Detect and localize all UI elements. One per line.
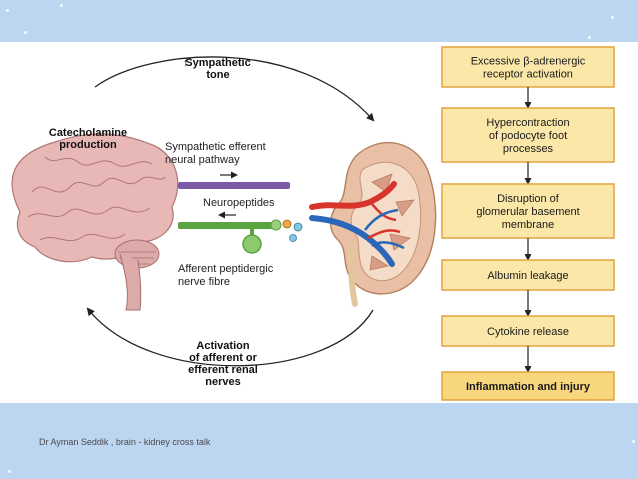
flow-step-box <box>441 259 615 291</box>
flow-step-box <box>441 315 615 347</box>
cycle-arrow-bottom <box>86 307 374 367</box>
flow-step-box <box>441 107 615 163</box>
kidney-illustration <box>309 141 437 307</box>
flow-step-label: Albumin leakage <box>487 270 568 282</box>
neuropeptide-vesicle <box>293 222 303 232</box>
cycle-arrow-top <box>94 56 375 122</box>
flow-step-box <box>441 183 615 239</box>
flow-step-box <box>441 371 615 401</box>
footer-caption: Dr Ayman Seddik , brain - kidney cross t… <box>39 437 211 447</box>
flow-step-label: Inflammation and injury <box>466 381 591 393</box>
afferent-fibre-bar <box>178 222 276 229</box>
efferent-pathway-bar <box>178 182 290 189</box>
sympathetic-tone-arrow-glyph: ↑ <box>183 57 189 69</box>
neuropeptide-vesicle <box>289 234 297 242</box>
neuropeptides-label: Neuropeptides <box>203 197 275 209</box>
brain-illustration <box>11 133 179 311</box>
neuropeptide-vesicle <box>282 219 292 229</box>
flow-step-label: Cytokine release <box>487 326 569 338</box>
